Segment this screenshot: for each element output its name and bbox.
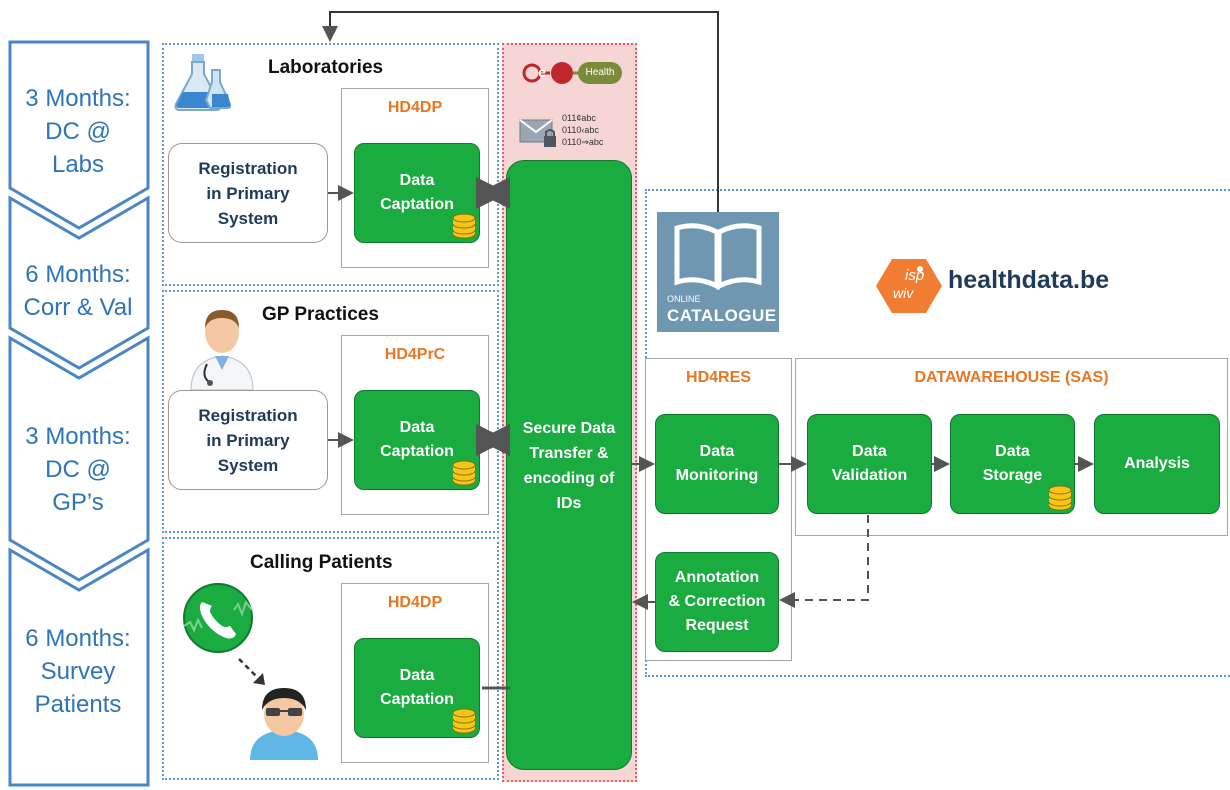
timeline-step-1-line-1: 3 Months:	[25, 85, 131, 112]
timeline-step-2-line-1: 6 Months:	[25, 261, 131, 288]
secure-transfer-line-3: encoding of	[523, 470, 615, 487]
ehealth-code-line-3: 0110⇒abc	[562, 137, 604, 147]
timeline-step-4-line-3: Patients	[34, 691, 122, 718]
patients-captation-line-2: Captation	[380, 691, 454, 708]
wiv-label: wiv	[893, 285, 914, 301]
annotation-request-box: Annotation & Correction Request	[655, 552, 779, 652]
labs-registration-box: Registration in Primary System	[168, 143, 328, 243]
timeline-step-1-line-3: Labs	[51, 151, 105, 178]
timeline-chevron-2	[8, 195, 150, 370]
isp-label: isp	[905, 267, 925, 284]
patients-panel-title: HD4DP	[387, 594, 443, 611]
gp-captation-line-1: Data	[399, 419, 435, 436]
data-validation-box: Data Validation	[807, 414, 932, 514]
gp-registration-line-1: Registration	[198, 405, 298, 425]
gp-title: GP Practices	[262, 304, 379, 325]
flask-icon	[174, 54, 232, 111]
timeline-step-3-line-3: GP’s	[52, 489, 104, 516]
timeline-step-4-line-1: 6 Months:	[25, 625, 131, 652]
catalogue-small-label: ONLINE	[667, 294, 701, 304]
phone-icon	[183, 583, 253, 653]
analysis-box: Analysis	[1094, 414, 1220, 514]
labs-title: Laboratories	[268, 57, 384, 78]
annotation-line-2: & Correction	[668, 593, 766, 610]
labs-registration-line-1: Registration	[198, 158, 298, 178]
ehealth-code-line-2: 0110‹abc	[562, 125, 599, 135]
timeline-step-3-line-1: 3 Months:	[25, 423, 131, 450]
secure-transfer-line-4: IDs	[556, 495, 582, 512]
timeline-step-4: 6 Months: Survey Patients	[8, 622, 148, 721]
envelope-lock-icon	[519, 119, 556, 147]
timeline-step-1: 3 Months: DC @ Labs	[8, 82, 148, 181]
datawarehouse-title: DATAWAREHOUSE (SAS)	[914, 369, 1109, 386]
timeline-chevron-4	[8, 547, 150, 787]
annotation-line-3: Request	[685, 617, 749, 634]
secure-transfer-line-1: Secure Data	[522, 420, 616, 437]
patients-captation-line-1: Data	[399, 667, 435, 684]
timeline-step-2-line-2: Corr & Val	[23, 294, 133, 321]
database-icon	[452, 708, 476, 734]
doctor-icon	[190, 310, 254, 390]
timeline-step-3: 3 Months: DC @ GP’s	[8, 420, 148, 519]
storage-line-1: Data	[995, 443, 1030, 460]
labs-captation-line-1: Data	[399, 172, 435, 189]
labs-registration-line-2: in Primary	[206, 183, 290, 203]
labs-captation-line-2: Captation	[380, 196, 454, 213]
ehealth-code-line-1: 011¢abc	[562, 113, 596, 123]
timeline-step-3-line-2: DC @	[45, 456, 111, 483]
timeline-chevron-1	[8, 40, 150, 230]
timeline-step-4-line-2: Survey	[40, 658, 116, 685]
secure-transfer-line-2: Transfer &	[529, 445, 609, 462]
timeline-step-1-line-2: DC @	[45, 118, 111, 145]
dashed-arrow-icon	[238, 658, 265, 685]
labs-panel-title: HD4DP	[387, 99, 443, 116]
timeline-chevron-3	[8, 335, 150, 582]
database-icon	[452, 213, 476, 239]
annotation-line-1: Annotation	[674, 569, 760, 586]
book-icon	[674, 223, 762, 290]
monitoring-line-2: Monitoring	[675, 467, 759, 484]
gp-panel-title: HD4PrC	[384, 346, 446, 363]
ehealth-logo-text: Health	[585, 67, 615, 78]
ehealth-code-lines: 011¢abc 0110‹abc 0110⇒abc	[562, 112, 628, 148]
monitoring-line-1: Data	[699, 443, 735, 460]
labs-registration-line-3: System	[217, 208, 279, 228]
online-catalogue-logo: ONLINE CATALOGUE	[657, 212, 779, 332]
gp-registration-line-3: System	[217, 455, 279, 475]
gp-region	[162, 290, 499, 533]
patients-title: Calling Patients	[250, 552, 393, 573]
catalogue-big-label: CATALOGUE	[667, 306, 777, 325]
isp-wiv-hexagon-icon	[876, 259, 942, 313]
patients-region	[162, 537, 499, 780]
validation-line-1: Data	[852, 443, 887, 460]
database-icon	[1048, 485, 1072, 511]
hd4res-title: HD4RES	[686, 369, 751, 386]
gp-registration-line-2: in Primary	[206, 430, 290, 450]
gp-registration-box: Registration in Primary System	[168, 390, 328, 490]
healthdata-title: healthdata.be	[948, 266, 1110, 294]
patient-icon	[250, 688, 318, 760]
storage-line-2: Storage	[982, 467, 1043, 484]
gp-captation-line-2: Captation	[380, 443, 454, 460]
data-monitoring-box: Data Monitoring	[655, 414, 779, 514]
timeline-chevrons	[8, 40, 150, 787]
ehealth-logo-e: e	[538, 64, 546, 80]
timeline-step-2: 6 Months: Corr & Val	[8, 258, 148, 324]
secure-data-transfer-box: Secure Data Transfer & encoding of IDs	[506, 160, 632, 770]
validation-line-2: Validation	[831, 467, 908, 484]
database-icon	[452, 460, 476, 486]
